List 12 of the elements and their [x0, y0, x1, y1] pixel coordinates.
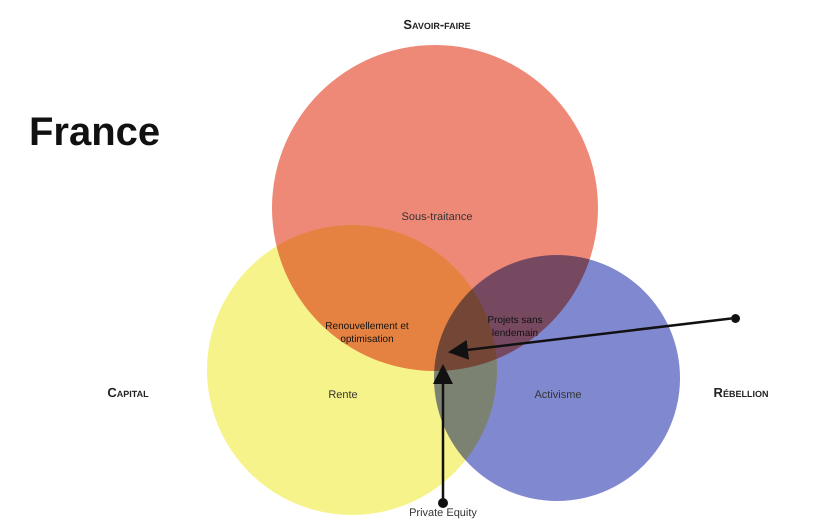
axis-label: Capital — [107, 384, 149, 402]
leader-text: Private Equity — [409, 505, 477, 522]
circle-label: Activisme — [534, 388, 582, 403]
leader-arrow — [448, 317, 732, 360]
axis-label: Savoir-faire — [403, 16, 471, 34]
circle-label: Sous-traitance — [402, 210, 472, 225]
axis-label: Rébellion — [714, 384, 768, 402]
overlap-label: Projets sans lendemain — [486, 314, 544, 340]
overlap-label: Renouvellement et optimisation — [324, 320, 410, 346]
title: France — [29, 112, 160, 152]
circle-label: Rente — [328, 388, 358, 403]
leader-arrow — [433, 364, 453, 508]
